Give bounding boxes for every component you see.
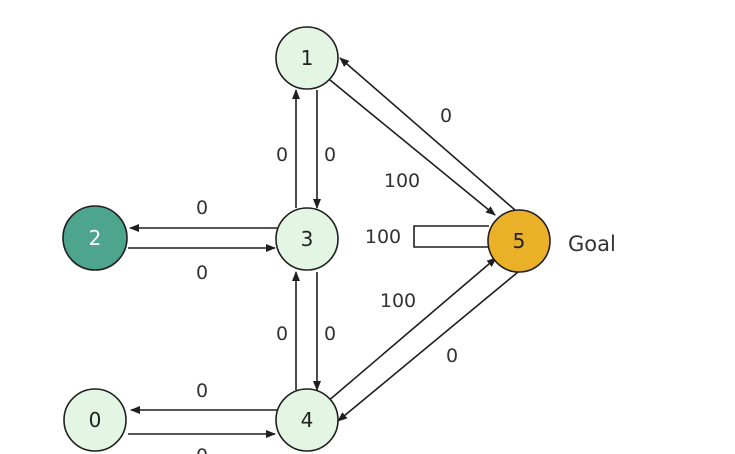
edge-4-to-5 bbox=[326, 257, 497, 403]
edge-5-to-4 bbox=[337, 271, 519, 422]
node-2-circle bbox=[62, 205, 128, 271]
node-5-label: 5 bbox=[513, 229, 526, 253]
node-4: 4 bbox=[275, 388, 339, 452]
edge-label-2-to-3: 0 bbox=[196, 262, 208, 284]
node-0-label: 0 bbox=[89, 408, 102, 432]
node-1-label: 1 bbox=[301, 46, 314, 70]
edge-label-1-to-5: 100 bbox=[384, 170, 420, 192]
node-0-circle bbox=[63, 388, 127, 452]
edge-label-0-to-4: 0 bbox=[196, 445, 208, 454]
edge-label-5-to-1: 0 bbox=[440, 105, 452, 127]
edge-label-4-to-3: 0 bbox=[276, 323, 288, 345]
node-2: 2 bbox=[62, 205, 128, 271]
edge-label-3-to-1: 0 bbox=[276, 144, 288, 166]
node-0: 0 bbox=[63, 388, 127, 452]
node-2-label: 2 bbox=[89, 226, 102, 250]
edge-1-to-5 bbox=[329, 79, 496, 216]
edge-label-4-to-0: 0 bbox=[196, 380, 208, 402]
edge-3-to-5 bbox=[413, 225, 489, 248]
edge-label-3-to-5: 100 bbox=[365, 226, 401, 248]
edge-label-5-to-4: 0 bbox=[446, 345, 458, 367]
node-1: 1 bbox=[275, 26, 339, 90]
node-3: 3 bbox=[275, 207, 339, 271]
goal-label: Goal bbox=[568, 232, 616, 256]
node-1-circle bbox=[275, 26, 339, 90]
node-4-label: 4 bbox=[301, 408, 314, 432]
node-3-circle bbox=[275, 207, 339, 271]
edge-5-to-1 bbox=[339, 57, 516, 211]
node-3-label: 3 bbox=[301, 227, 314, 251]
node-5: 5 bbox=[487, 209, 551, 273]
node-4-circle bbox=[275, 388, 339, 452]
edge-label-1-to-3: 0 bbox=[324, 144, 336, 166]
edge-label-4-to-5: 100 bbox=[380, 290, 416, 312]
edge-label-3-to-4: 0 bbox=[324, 323, 336, 345]
node-5-circle bbox=[487, 209, 551, 273]
edge-label-3-to-2: 0 bbox=[196, 197, 208, 219]
